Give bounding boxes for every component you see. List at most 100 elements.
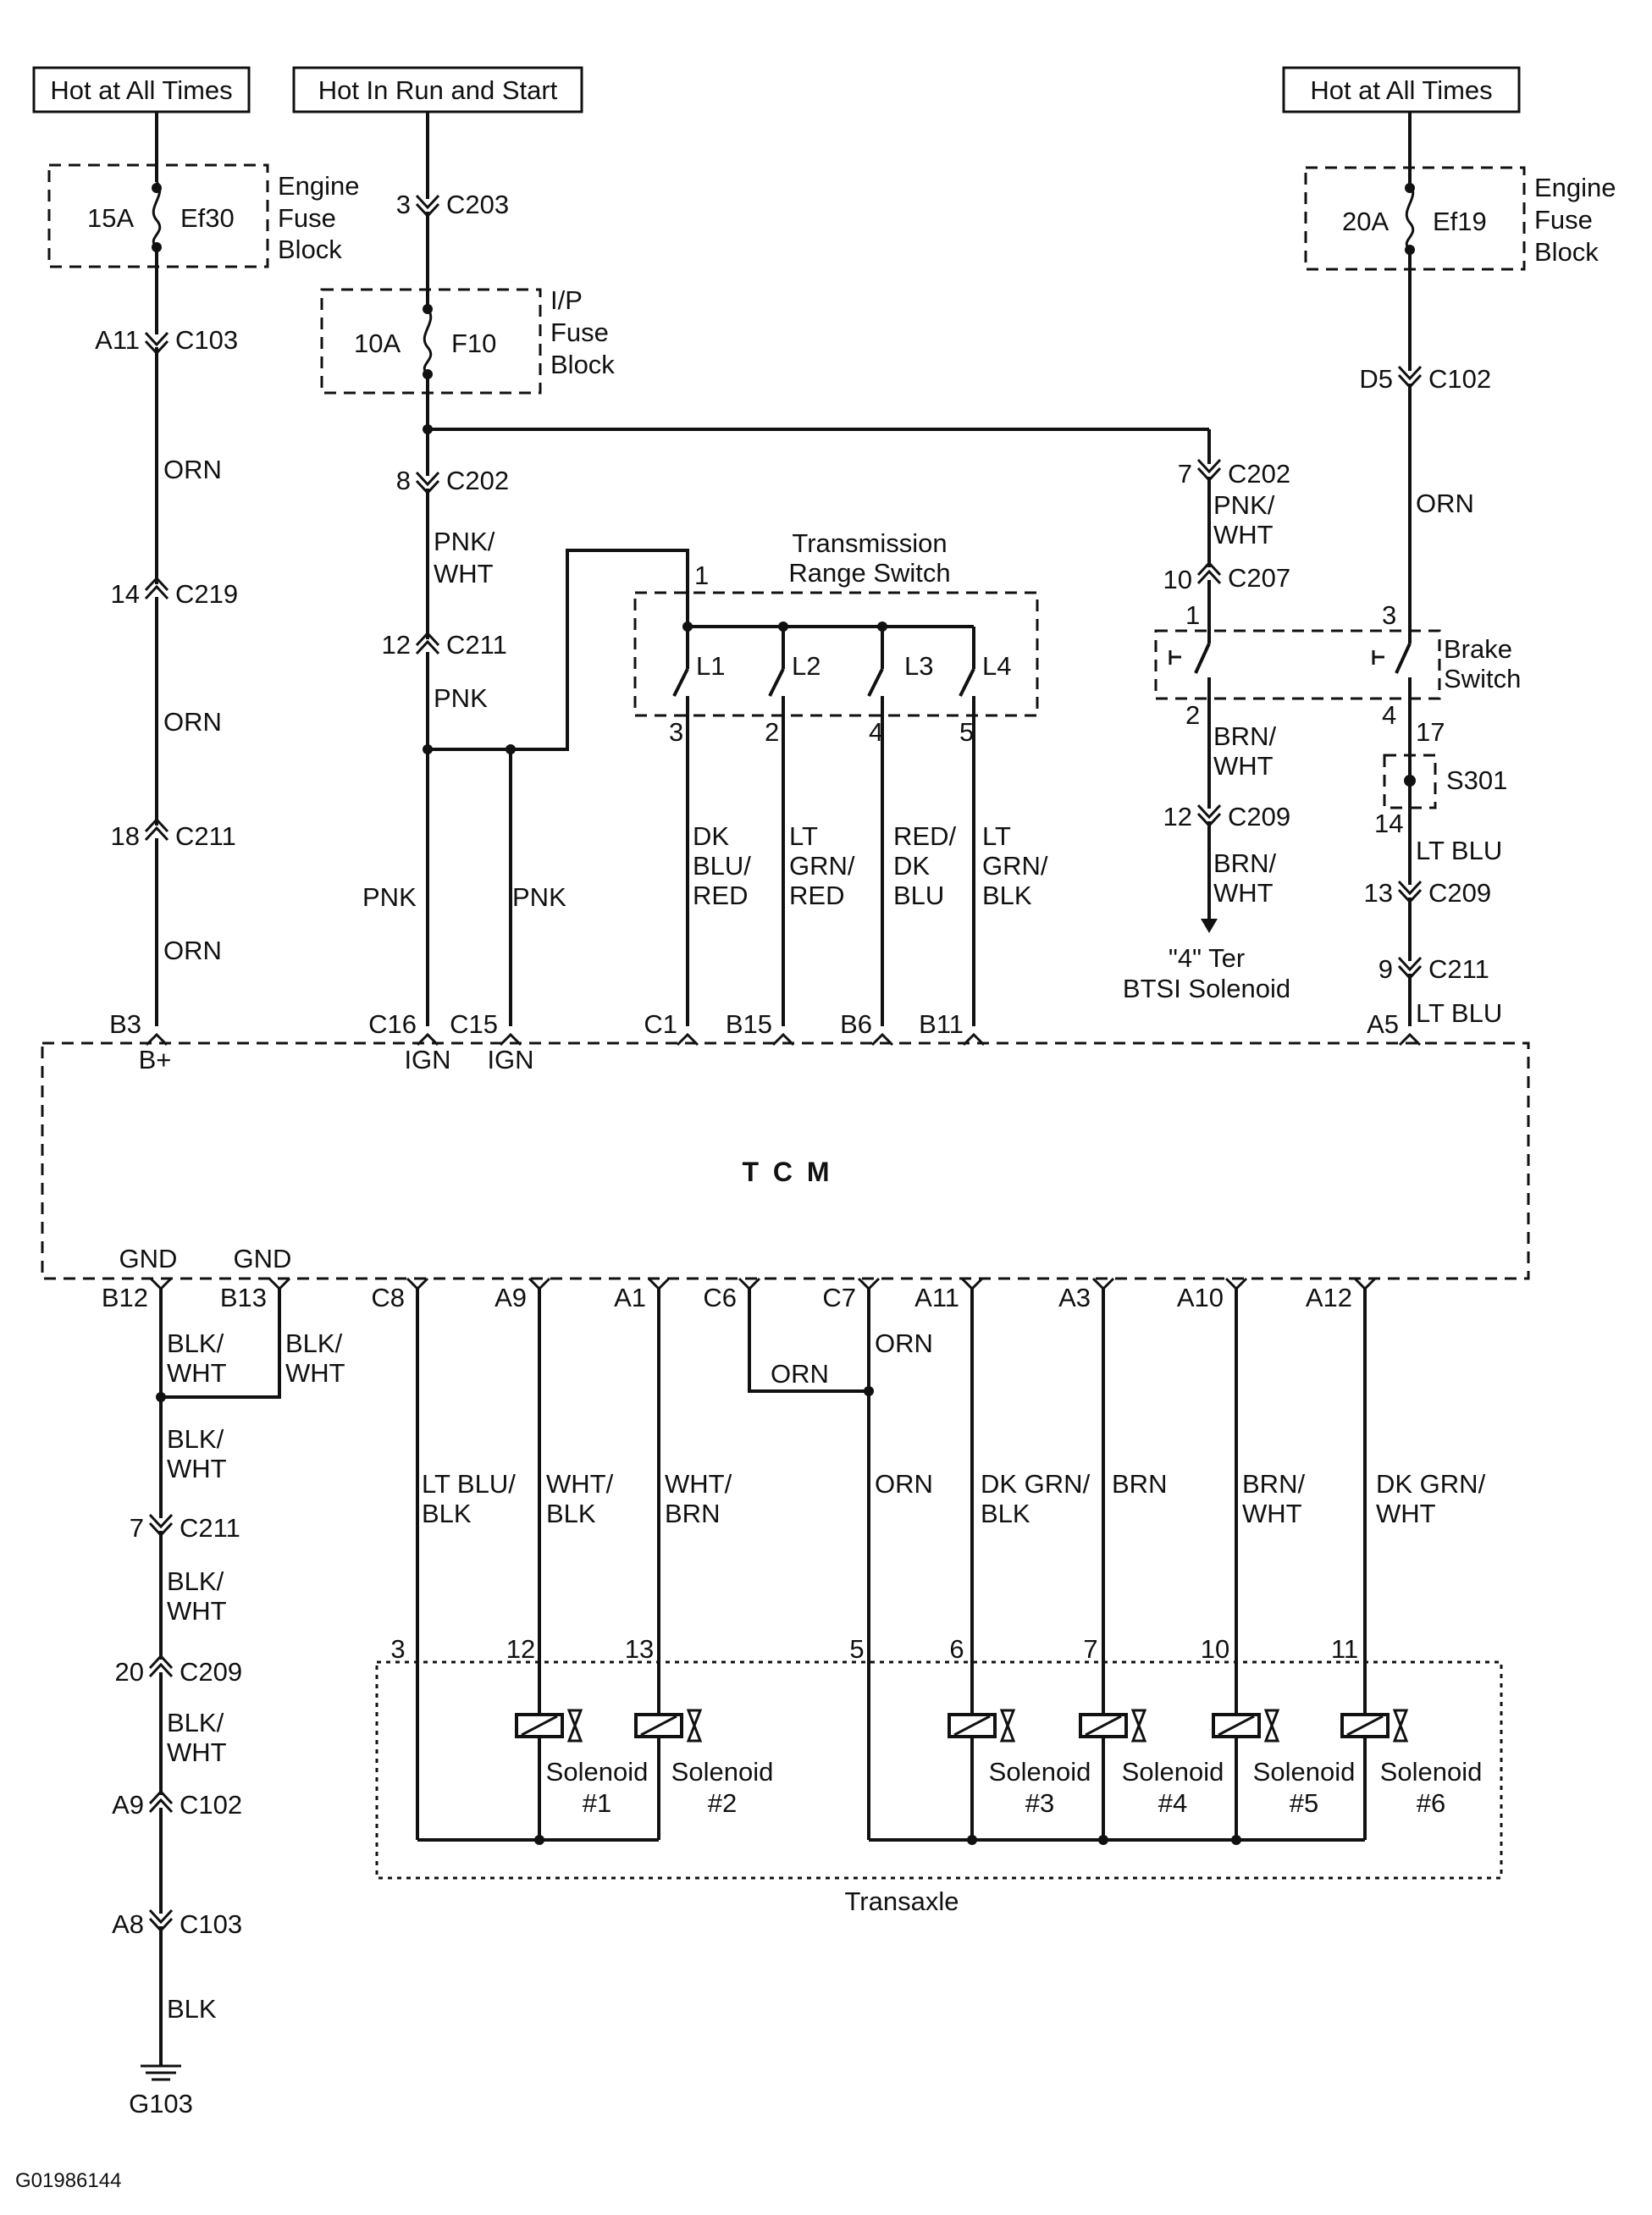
wire-color: WHT/ [546, 1469, 614, 1499]
wire-color: DK [893, 851, 930, 881]
connector-c209-20: 20 C209 [115, 1654, 242, 1687]
tcm-pin: A3 [1058, 1283, 1091, 1312]
fuse-amps: 20A [1342, 207, 1389, 236]
tcm-pin: C8 [371, 1283, 405, 1312]
connector-name: C209 [180, 1657, 242, 1687]
wire-color: ORN [875, 1469, 933, 1499]
solenoid-wiring [416, 1287, 1367, 1845]
connector-c207: 10 C207 [1163, 561, 1290, 594]
transaxle-pin: 11 [1331, 1634, 1358, 1664]
wire-color: RED/ [893, 821, 956, 851]
wire-color: DK GRN/ [1376, 1469, 1486, 1499]
wire-color: WHT [167, 1358, 227, 1388]
wire-color: BLU [893, 881, 944, 910]
connector-c202-8: 8 C202 [396, 466, 509, 495]
wire-color: WHT/ [665, 1469, 732, 1499]
wire-color: ORN [875, 1328, 933, 1358]
fuse-block-label: Fuse [278, 203, 336, 233]
solenoid-coil-icon [1212, 1709, 1280, 1743]
wire-color: BLK [167, 1994, 217, 2024]
wire-color: ORN [163, 936, 222, 965]
solenoid-coil-icon [1079, 1709, 1147, 1743]
fuse-f10: 10A F10 I/P Fuse Block [320, 285, 615, 395]
tcm-pin: C15 [450, 1009, 498, 1039]
connector-c219: 14 C219 [111, 577, 238, 609]
solenoid-number: #6 [1417, 1788, 1445, 1818]
wire-color: BLK/ [167, 1708, 224, 1737]
wire-color: BRN [665, 1499, 720, 1528]
connector-pin: 3 [396, 190, 411, 219]
wire-color: LT [982, 821, 1011, 851]
solenoid-3: Solenoid #3 [948, 1709, 1091, 1818]
tcm-pin: A12 [1306, 1283, 1352, 1312]
wire-color: WHT [167, 1737, 227, 1767]
tcm-gnd-label: GND [234, 1244, 292, 1273]
solenoid-wire-labels: LT BLU/ BLK WHT/ BLK WHT/ BRN ORN ORN OR… [422, 1328, 1486, 1528]
wire-color: ORN [163, 707, 222, 737]
wire-color: RED [789, 881, 844, 910]
wire-color: BLK/ [285, 1328, 343, 1358]
trs-pin: 3 [669, 717, 683, 747]
wire-color: WHT [167, 1454, 227, 1483]
wire-color: WHT [167, 1596, 227, 1626]
connector-name: C202 [1228, 459, 1290, 489]
wire-color: DK [693, 821, 729, 851]
connector-c211-18: 18 C211 [111, 818, 236, 851]
fuse-block-label: Block [278, 235, 342, 264]
brake-switch-pin: 4 [1382, 700, 1396, 730]
solenoid-label: Solenoid [1380, 1757, 1483, 1787]
source-hot-at-all-times-right: Hot at All Times [1282, 66, 1521, 113]
trs-input-pin: 1 [694, 561, 709, 590]
solenoid-5: Solenoid #5 [1212, 1709, 1356, 1818]
splice-s301: 17 S301 14 [1374, 717, 1507, 838]
wire-color: PNK/ [1213, 490, 1275, 520]
transaxle-pin: 12 [506, 1634, 535, 1664]
solenoid-coil-icon [515, 1709, 583, 1743]
trs-title: Range Switch [788, 558, 950, 588]
brake-switch-pin: 2 [1185, 700, 1200, 730]
solenoid-label: Solenoid [1253, 1757, 1356, 1787]
transaxle-name: Transaxle [845, 1886, 959, 1916]
wire-color: GRN/ [789, 851, 855, 881]
circuit-ign [423, 112, 1209, 1026]
solenoid-4: Solenoid #4 [1079, 1709, 1224, 1818]
trs-wire-labels: DK BLU/ RED LT GRN/ RED RED/ DK BLU LT G… [693, 821, 1048, 910]
transaxle-pin: 5 [849, 1634, 864, 1664]
connector-pin: 10 [1163, 565, 1192, 594]
trs-contact: L4 [982, 651, 1011, 681]
wire-color: WHT [1213, 878, 1274, 908]
connector-name: C102 [180, 1790, 242, 1820]
brake-switch: 1 2 3 4 Brake Switch [1154, 600, 1521, 730]
solenoid-coil-icon [634, 1709, 703, 1743]
circuit-b-plus [152, 112, 162, 1026]
fuse-name: Ef30 [180, 203, 235, 233]
connector-name: C202 [446, 466, 509, 495]
connector-c103-a8: A8 C103 [112, 1908, 242, 1939]
connector-name: C203 [446, 190, 509, 219]
connector-name: C209 [1228, 802, 1290, 831]
brake-switch-label: Brake [1444, 634, 1512, 664]
fuse-name: Ef19 [1433, 207, 1487, 236]
transaxle: Transaxle 3 12 13 5 6 7 10 11 [375, 1634, 1503, 1916]
wire-color: RED [693, 881, 748, 910]
connector-pin: 12 [1163, 802, 1192, 831]
connector-pin: A11 [95, 325, 140, 355]
circuit-brake-input [1395, 112, 1416, 1026]
fuse-block-label: I/P [550, 285, 583, 315]
wire-color: ORN [1416, 489, 1474, 518]
tcm-pin: B6 [840, 1009, 872, 1039]
wire-color: BRN/ [1213, 848, 1276, 878]
brake-switch-pin: 3 [1382, 600, 1396, 630]
tcm-pin: A10 [1177, 1283, 1224, 1312]
connector-pin: 14 [111, 579, 140, 609]
solenoid-number: #5 [1290, 1788, 1318, 1818]
tcm-pin: A11 [914, 1283, 959, 1312]
trs-contact: L1 [696, 651, 725, 681]
brake-switch-label: Switch [1444, 664, 1521, 693]
tcm-pin: B11 [919, 1009, 964, 1039]
solenoid-number: #4 [1158, 1788, 1187, 1818]
tcm-pin-label: IGN [404, 1045, 450, 1074]
connector-pin: 13 [1364, 878, 1393, 908]
wire-color: ORN [771, 1359, 829, 1389]
